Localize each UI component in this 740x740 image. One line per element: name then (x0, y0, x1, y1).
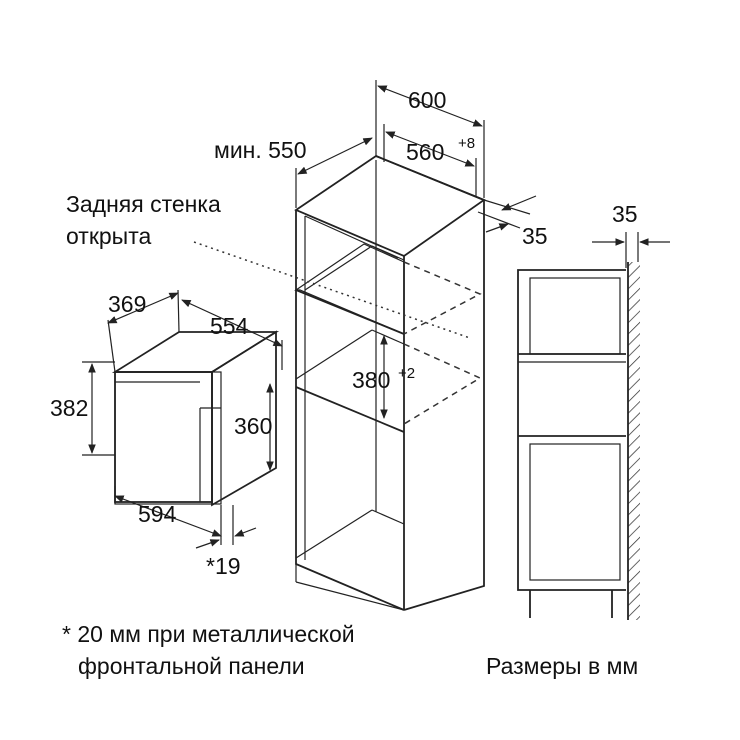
rear-wall-label-line1: Задняя стенка (66, 191, 221, 217)
footnote-line1: * 20 мм при металлической (62, 621, 355, 647)
side-view-drawing (517, 262, 640, 620)
dim-554: 554 (210, 313, 249, 339)
dim-560-tolerance: +8 (458, 135, 475, 152)
dim-380: 380 (352, 367, 390, 393)
footnote-line2: фронтальной панели (78, 653, 305, 679)
dim-35-side: 35 (612, 201, 638, 227)
dim-600: 600 (408, 87, 446, 113)
dim-560: 560 (406, 139, 444, 165)
dim-35-cabinet: 35 (522, 223, 548, 249)
units-label: Размеры в мм (486, 653, 638, 679)
dim-382: 382 (50, 395, 88, 421)
dim-min-550: мин. 550 (214, 137, 307, 163)
dim-380-tolerance: +2 (398, 365, 415, 382)
cabinet-dimensions (295, 80, 537, 419)
microwave-dimensions (82, 289, 283, 549)
rear-wall-leader (193, 241, 471, 339)
dim-19: *19 (206, 553, 241, 579)
dim-369: 369 (108, 291, 146, 317)
side-view-dimension (592, 232, 670, 268)
dim-594: 594 (138, 501, 177, 527)
tall-cabinet-drawing (294, 154, 486, 611)
dim-360: 360 (234, 413, 272, 439)
rear-wall-label-line2: открыта (66, 223, 151, 249)
